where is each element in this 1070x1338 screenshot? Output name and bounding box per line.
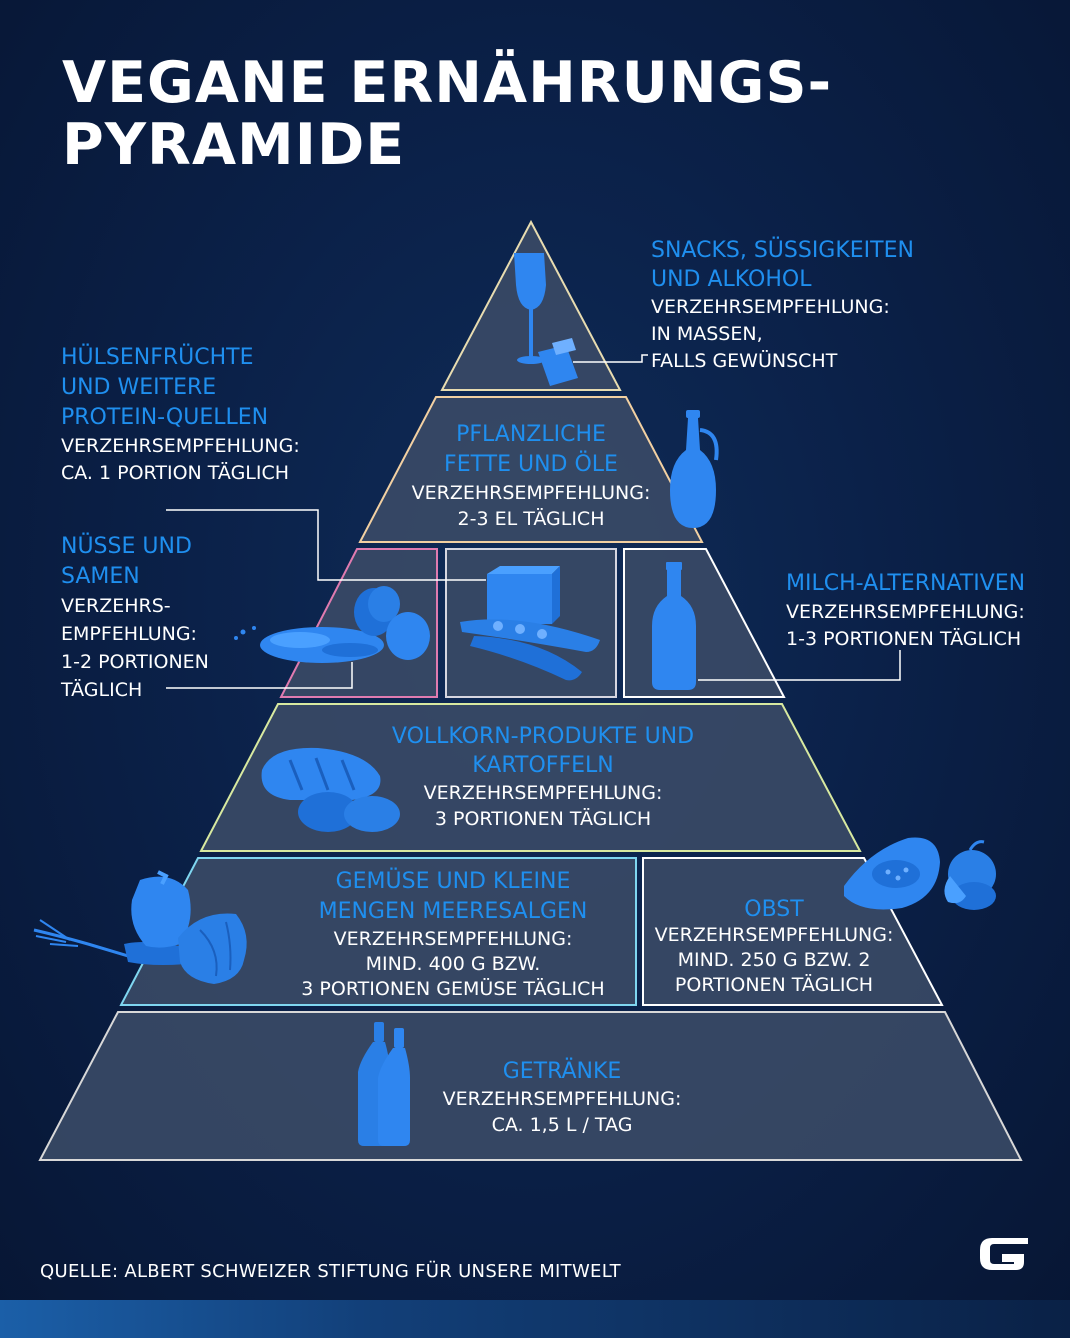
nuts-recommendation-line: 1-2 PORTIONEN xyxy=(61,648,209,676)
nuts-recommendation-line: EMPFEHLUNG: xyxy=(61,620,209,648)
vegetables-heading-line: MENGEN MEERESALGEN xyxy=(258,897,648,927)
vegetables-recommendation-line: MIND. 400 G BZW. xyxy=(258,952,648,977)
grain-recommendation-line: 3 PORTIONEN TÄGLICH xyxy=(363,806,723,832)
snacks-label: SNACKS, SÜSSIGKEITEN UND ALKOHOL VERZEHR… xyxy=(651,236,914,375)
fruit-heading-line: OBST xyxy=(643,897,905,923)
grain-heading-line: KARTOFFELN xyxy=(363,751,723,780)
drinks-recommendation-line: VERZEHRSEMPFEHLUNG: xyxy=(412,1086,712,1112)
fruit-recommendation-line: VERZEHRSEMPFEHLUNG: xyxy=(643,923,905,948)
oils-recommendation-line: VERZEHRSEMPFEHLUNG: xyxy=(391,480,671,506)
oil-bottle-icon xyxy=(670,410,717,528)
footer-bar xyxy=(0,1300,1070,1338)
legumes-heading-line: HÜLSENFRÜCHTE xyxy=(61,343,300,373)
oils-recommendation-line: 2-3 EL TÄGLICH xyxy=(391,506,671,532)
snacks-recommendation-line: IN MASSEN, xyxy=(651,321,914,348)
snacks-heading-line: UND ALKOHOL xyxy=(651,265,914,294)
milk-recommendation-line: VERZEHRSEMPFEHLUNG: xyxy=(786,599,1025,626)
nuts-recommendation-line: VERZEHRS- xyxy=(61,592,209,620)
whole-grain-label: VOLLKORN-PRODUKTE UND KARTOFFELN VERZEHR… xyxy=(363,722,723,832)
milk-heading-line: MILCH-ALTERNATIVEN xyxy=(786,569,1025,599)
oils-label: PFLANZLICHE FETTE UND ÖLE VERZEHRSEMPFEH… xyxy=(391,420,671,532)
nuts-heading-line: SAMEN xyxy=(61,562,209,592)
milk-recommendation-line: 1-3 PORTIONEN TÄGLICH xyxy=(786,626,1025,653)
vegetables-recommendation-line: 3 PORTIONEN GEMÜSE TÄGLICH xyxy=(258,977,648,1002)
drinks-heading-line: GETRÄNKE xyxy=(412,1058,712,1086)
legumes-heading-line: PROTEIN-QUELLEN xyxy=(61,403,300,433)
oils-heading-line: FETTE UND ÖLE xyxy=(391,450,671,480)
milk-alternatives-label: MILCH-ALTERNATIVEN VERZEHRSEMPFEHLUNG: 1… xyxy=(786,569,1025,653)
grain-recommendation-line: VERZEHRSEMPFEHLUNG: xyxy=(363,780,723,806)
snacks-heading-line: SNACKS, SÜSSIGKEITEN xyxy=(651,236,914,265)
drinks-label: GETRÄNKE VERZEHRSEMPFEHLUNG: CA. 1,5 L /… xyxy=(412,1058,712,1138)
fruit-recommendation-line: PORTIONEN TÄGLICH xyxy=(643,973,905,998)
nuts-label: NÜSSE UND SAMEN VERZEHRS- EMPFEHLUNG: 1-… xyxy=(61,532,209,704)
snacks-recommendation-line: FALLS GEWÜNSCHT xyxy=(651,348,914,375)
vegetables-label: GEMÜSE UND KLEINE MENGEN MEERESALGEN VER… xyxy=(258,867,648,1002)
legumes-heading-line: UND WEITERE xyxy=(61,373,300,403)
tier-milk-alternatives xyxy=(624,549,784,697)
nuts-heading-line: NÜSSE UND xyxy=(61,532,209,562)
legumes-recommendation-line: VERZEHRSEMPFEHLUNG: xyxy=(61,433,300,460)
grain-heading-line: VOLLKORN-PRODUKTE UND xyxy=(363,722,723,751)
drinks-recommendation-line: CA. 1,5 L / TAG xyxy=(412,1112,712,1138)
vegetables-recommendation-line: VERZEHRSEMPFEHLUNG: xyxy=(258,927,648,952)
legumes-recommendation-line: CA. 1 PORTION TÄGLICH xyxy=(61,460,300,487)
snacks-recommendation-line: VERZEHRSEMPFEHLUNG: xyxy=(651,294,914,321)
source-note: QUELLE: ALBERT SCHWEIZER STIFTUNG FÜR UN… xyxy=(40,1261,621,1282)
fruit-recommendation-line: MIND. 250 G BZW. 2 xyxy=(643,948,905,973)
vegetables-heading-line: GEMÜSE UND KLEINE xyxy=(258,867,648,897)
oils-heading-line: PFLANZLICHE xyxy=(391,420,671,450)
g-logo: G xyxy=(972,1228,1032,1280)
legumes-label: HÜLSENFRÜCHTE UND WEITERE PROTEIN-QUELLE… xyxy=(61,343,300,487)
nuts-recommendation-line: TÄGLICH xyxy=(61,676,209,704)
fruit-label: OBST VERZEHRSEMPFEHLUNG: MIND. 250 G BZW… xyxy=(643,897,905,998)
